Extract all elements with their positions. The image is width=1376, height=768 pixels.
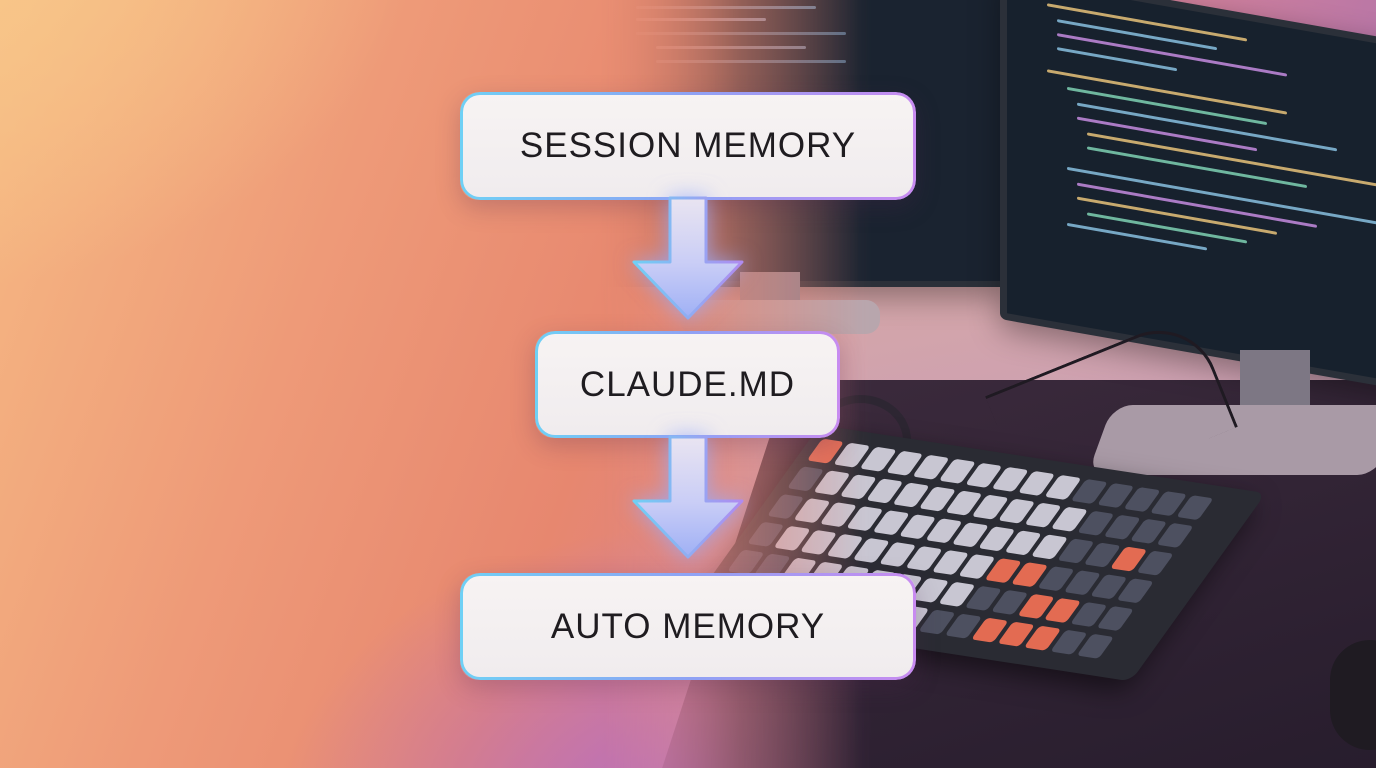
node-auto-memory: AUTO MEMORY [460, 573, 916, 680]
node-claude-md: CLAUDE.MD [535, 331, 840, 438]
mouse [1330, 640, 1376, 750]
arrow-down-icon [632, 435, 744, 559]
node-session-memory: SESSION MEMORY [460, 92, 916, 200]
node-label: AUTO MEMORY [550, 606, 826, 646]
node-label: SESSION MEMORY [519, 126, 857, 165]
node-label: CLAUDE.MD [579, 364, 796, 404]
arrow-down-icon [632, 196, 744, 320]
